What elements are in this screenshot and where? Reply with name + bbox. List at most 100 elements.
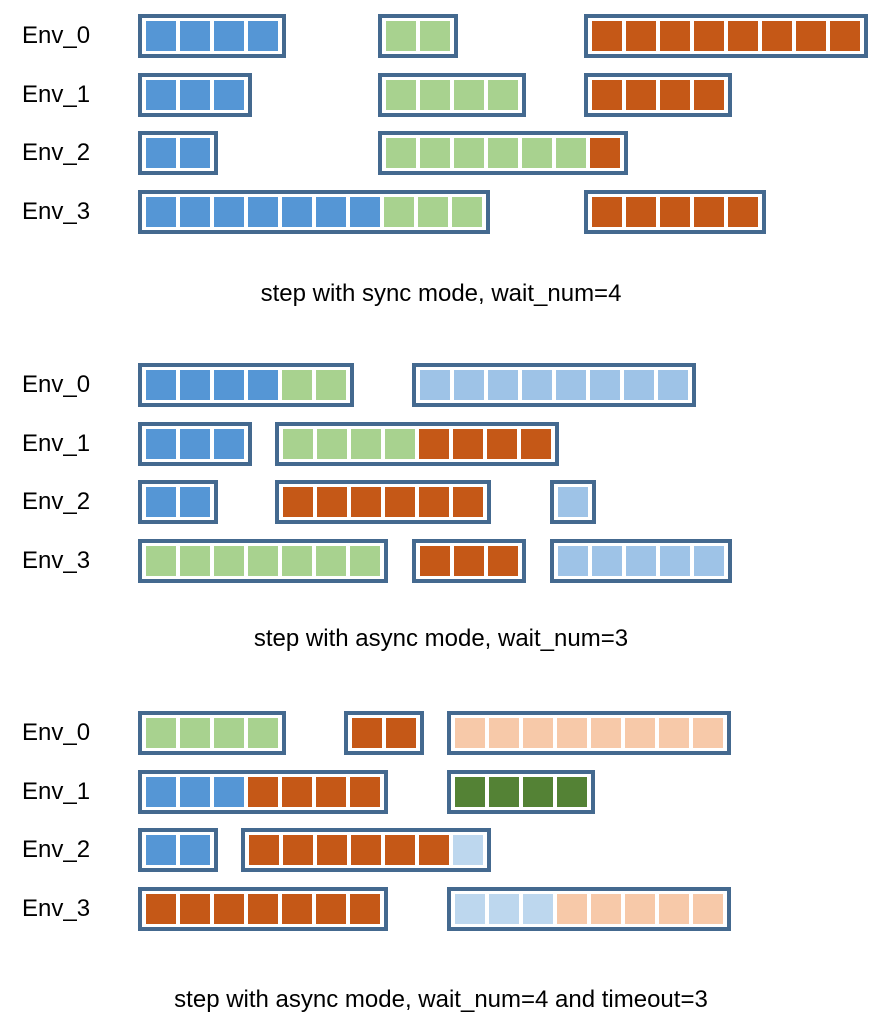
step-cell-blue <box>180 370 210 400</box>
step-cell-orange <box>283 835 313 865</box>
step-cell-green <box>420 21 450 51</box>
step-cell-blue <box>214 197 244 227</box>
step-cell-peach <box>489 718 519 748</box>
step-cell-green <box>418 197 448 227</box>
step-cell-orange <box>454 546 484 576</box>
step-cell-orange <box>626 80 656 110</box>
step-bar <box>138 539 388 583</box>
step-cell-orange <box>694 80 724 110</box>
env-label: Env_2 <box>22 488 91 515</box>
step-cell-light-blue <box>624 370 654 400</box>
step-cell-green <box>282 370 312 400</box>
step-cell-pale-blue <box>489 894 519 924</box>
step-cell-orange <box>316 777 346 807</box>
step-cell-blue <box>180 138 210 168</box>
step-cell-blue <box>146 777 176 807</box>
step-cell-orange <box>419 429 449 459</box>
step-bar <box>138 770 388 814</box>
step-cell-light-blue <box>556 370 586 400</box>
panel-caption: step with async mode, wait_num=4 and tim… <box>174 986 708 1013</box>
step-cell-blue <box>214 370 244 400</box>
step-cell-green <box>180 718 210 748</box>
step-cell-peach <box>591 718 621 748</box>
env-label: Env_1 <box>22 777 91 805</box>
step-cell-orange <box>386 718 416 748</box>
step-cell-blue <box>146 138 176 168</box>
step-cell-green <box>214 718 244 748</box>
step-cell-green <box>146 546 176 576</box>
step-cell-peach <box>659 894 689 924</box>
panel-caption: step with sync mode, wait_num=4 <box>260 280 622 307</box>
env-label: Env_1 <box>22 429 91 457</box>
step-cell-green <box>386 80 416 110</box>
step-cell-light-blue <box>558 546 588 576</box>
step-cell-orange <box>350 894 380 924</box>
step-cell-orange <box>830 21 860 51</box>
step-cell-dark-green <box>455 777 485 807</box>
step-cell-orange <box>419 487 449 517</box>
step-cell-light-blue <box>558 487 588 517</box>
step-cell-blue <box>146 21 176 51</box>
step-cell-orange <box>592 80 622 110</box>
step-cell-orange <box>453 429 483 459</box>
step-bar <box>138 711 286 755</box>
step-cell-orange <box>796 21 826 51</box>
step-bar <box>138 480 218 524</box>
env-label: Env_2 <box>22 139 91 166</box>
step-cell-orange <box>282 894 312 924</box>
step-cell-pale-blue <box>455 894 485 924</box>
step-cell-green <box>556 138 586 168</box>
step-cell-green <box>452 197 482 227</box>
step-cell-blue <box>146 429 176 459</box>
step-cell-orange <box>351 487 381 517</box>
env-label: Env_1 <box>22 80 91 108</box>
step-cell-peach <box>557 718 587 748</box>
step-cell-green <box>384 197 414 227</box>
step-cell-blue <box>146 487 176 517</box>
step-cell-blue <box>248 21 278 51</box>
step-cell-orange <box>317 835 347 865</box>
step-cell-blue <box>180 197 210 227</box>
step-cell-blue <box>180 21 210 51</box>
step-cell-orange <box>592 21 622 51</box>
step-bar <box>378 131 628 175</box>
step-cell-peach <box>625 894 655 924</box>
step-cell-orange <box>453 487 483 517</box>
step-cell-green <box>351 429 381 459</box>
step-cell-dark-green <box>523 777 553 807</box>
step-cell-peach <box>625 718 655 748</box>
step-bar <box>138 131 218 175</box>
step-bar <box>447 711 731 755</box>
step-bar <box>138 887 388 931</box>
step-cell-orange <box>385 487 415 517</box>
step-cell-green <box>420 80 450 110</box>
step-bar <box>584 73 732 117</box>
step-bar <box>447 770 595 814</box>
env-label: Env_0 <box>22 719 91 746</box>
step-bar <box>138 190 490 234</box>
step-bar <box>378 14 458 58</box>
step-cell-orange <box>350 777 380 807</box>
step-cell-green <box>317 429 347 459</box>
step-cell-orange <box>487 429 517 459</box>
step-cell-blue <box>316 197 346 227</box>
step-cell-blue <box>180 777 210 807</box>
step-cell-light-blue <box>660 546 690 576</box>
step-cell-blue <box>180 835 210 865</box>
step-cell-blue <box>146 835 176 865</box>
step-cell-green <box>454 138 484 168</box>
step-cell-pale-blue <box>523 894 553 924</box>
step-cell-dark-green <box>489 777 519 807</box>
step-cell-blue <box>180 429 210 459</box>
step-cell-orange <box>626 21 656 51</box>
step-cell-pale-blue <box>453 835 483 865</box>
step-bar <box>138 422 252 466</box>
step-bar <box>584 190 766 234</box>
step-bar <box>138 73 252 117</box>
step-bar <box>138 828 218 872</box>
step-cell-orange <box>317 487 347 517</box>
step-cell-green <box>488 138 518 168</box>
step-cell-orange <box>488 546 518 576</box>
step-bar <box>550 539 732 583</box>
